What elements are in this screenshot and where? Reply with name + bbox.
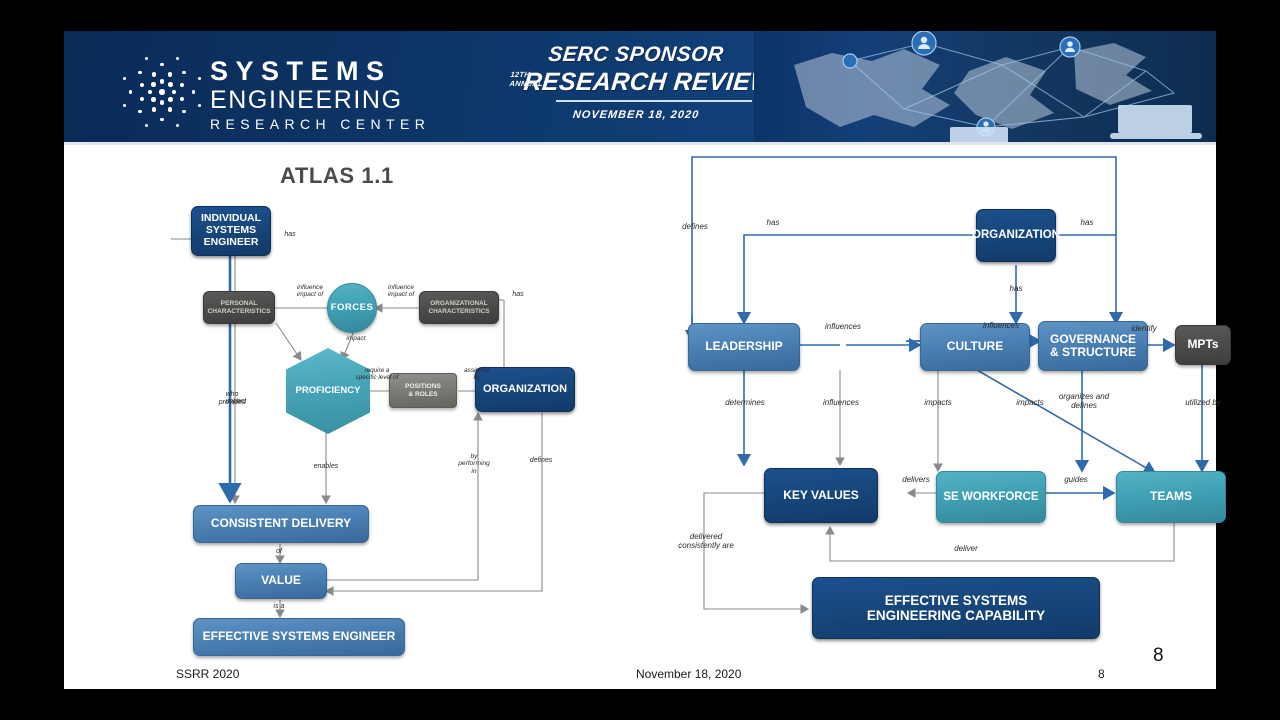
node-governance-and-structure[interactable]: GOVERNANCE & STRUCTURE: [1038, 321, 1148, 371]
right-footer-date: November 18, 2020: [636, 667, 742, 681]
edge-label-has-organization: has: [512, 291, 524, 298]
edge-label-impacts-1: impacts: [924, 398, 952, 407]
edge-label-has-left: has: [766, 218, 780, 227]
edge-label-utilized-by: utilized by: [1185, 398, 1221, 407]
edge-label-influence-impact-2: influence impact of: [387, 284, 415, 299]
edge-label-has-right: has: [1080, 218, 1094, 227]
banner-rule: [556, 100, 752, 102]
page-title: ATLAS 1.1: [280, 163, 394, 188]
right-footer-number: 8: [1098, 667, 1105, 681]
edge-label-by-performing-in: by performing in: [458, 453, 490, 475]
edge-label-delivered-consistently: delivered consistently are: [678, 532, 734, 550]
node-se-workforce[interactable]: SE WORKFORCE: [936, 471, 1046, 523]
edge-label-deliver: deliver: [954, 544, 978, 553]
edge-label-impact-forces: impact: [346, 335, 366, 342]
node-organizational-characteristics[interactable]: ORGANIZATIONAL CHARACTERISTICS: [419, 291, 499, 324]
serc-logo-text: SYSTEMS ENGINEERING RESEARCH CENTER: [210, 57, 430, 134]
logo-line-engineering: ENGINEERING: [210, 86, 403, 114]
atlas-diagram-panel: ATLAS 1.1: [64, 145, 640, 689]
node-positions-and-roles[interactable]: POSITIONS & ROLES: [389, 373, 457, 408]
edge-label-is-a: is a: [273, 603, 285, 610]
left-footer-label: SSRR 2020: [176, 667, 240, 681]
slide-page-number: 8: [1153, 645, 1164, 666]
edge-label-of: of: [276, 548, 282, 555]
edge-label-who-provides: who provides: [218, 391, 246, 406]
organization-model-panel: ORGANIZATION LEADERSHIP CULTURE GOVERNAN…: [636, 145, 1231, 689]
node-leadership[interactable]: LEADERSHIP: [688, 323, 800, 371]
node-proficiency[interactable]: PROFICIENCY: [286, 348, 370, 434]
right-diagram-connectors: [684, 156, 1210, 614]
node-consistent-delivery[interactable]: CONSISTENT DELIVERY: [193, 505, 369, 543]
node-effective-se-capability[interactable]: EFFECTIVE SYSTEMS ENGINEERING CAPABILITY: [812, 577, 1100, 639]
node-value[interactable]: VALUE: [235, 563, 327, 599]
logo-line-systems: SYSTEMS: [210, 56, 392, 86]
node-teams[interactable]: TEAMS: [1116, 471, 1226, 523]
edge-label-impact-left: impact: [225, 398, 247, 405]
node-organization-right[interactable]: ORGANIZATION: [972, 209, 1060, 262]
edge-label-assigned-by: assigned by: [463, 367, 491, 382]
banner-title-row: 12TH ANNUAL RESEARCH REVIEW: [496, 68, 776, 98]
slide-content: ATLAS 1.1: [64, 145, 1231, 689]
edge-label-influences-cg: influences: [982, 321, 1020, 330]
banner-sponsor-line: SERC SPONSOR: [547, 43, 725, 66]
edge-label-has-ise: has: [284, 231, 296, 238]
edge-label-determines: determines: [725, 398, 765, 407]
edge-label-defines-right: defines: [682, 222, 708, 231]
logo-line-research-center: RESEARCH CENTER: [210, 116, 431, 132]
node-personal-characteristics[interactable]: PERSONAL CHARACTERISTICS: [203, 291, 275, 324]
edge-label-organizes-defines: organizes and defines: [1058, 392, 1110, 410]
edge-label-defines-left: defines: [529, 457, 553, 464]
banner-date: NOVEMBER 18, 2020: [572, 109, 700, 121]
edge-label-influences-lc: influences: [824, 322, 862, 331]
edge-label-influence-impact-1: influence impact of: [296, 284, 324, 299]
node-individual-systems-engineer[interactable]: INDIVIDUAL SYSTEMS ENGINEER: [191, 206, 271, 256]
edge-label-guides: guides: [1064, 475, 1088, 484]
edge-label-delivers: delivers: [902, 475, 930, 484]
edge-label-influences-down: influences: [822, 398, 860, 407]
node-key-values[interactable]: KEY VALUES: [764, 468, 878, 523]
network-graphic: [754, 31, 1216, 145]
event-banner: SERC SPONSOR 12TH ANNUAL RESEARCH REVIEW…: [496, 43, 776, 121]
presentation-header: SYSTEMS ENGINEERING RESEARCH CENTER SERC…: [64, 31, 1216, 145]
node-organization-left[interactable]: ORGANIZATION: [475, 367, 575, 412]
edge-label-impacts-2: impacts: [1016, 398, 1044, 407]
node-mpts[interactable]: MPTs: [1175, 325, 1231, 365]
node-effective-systems-engineer[interactable]: EFFECTIVE SYSTEMS ENGINEER: [193, 618, 405, 656]
banner-research-review: RESEARCH REVIEW: [522, 68, 776, 96]
edge-label-require-level: require a specific level of: [355, 367, 399, 382]
edge-label-has-center: has: [1009, 284, 1023, 293]
edge-label-identify: identify: [1131, 324, 1157, 333]
left-diagram-connectors: [171, 238, 543, 619]
edge-label-enables: enables: [313, 463, 339, 470]
serc-dot-logo-icon: [119, 53, 205, 131]
